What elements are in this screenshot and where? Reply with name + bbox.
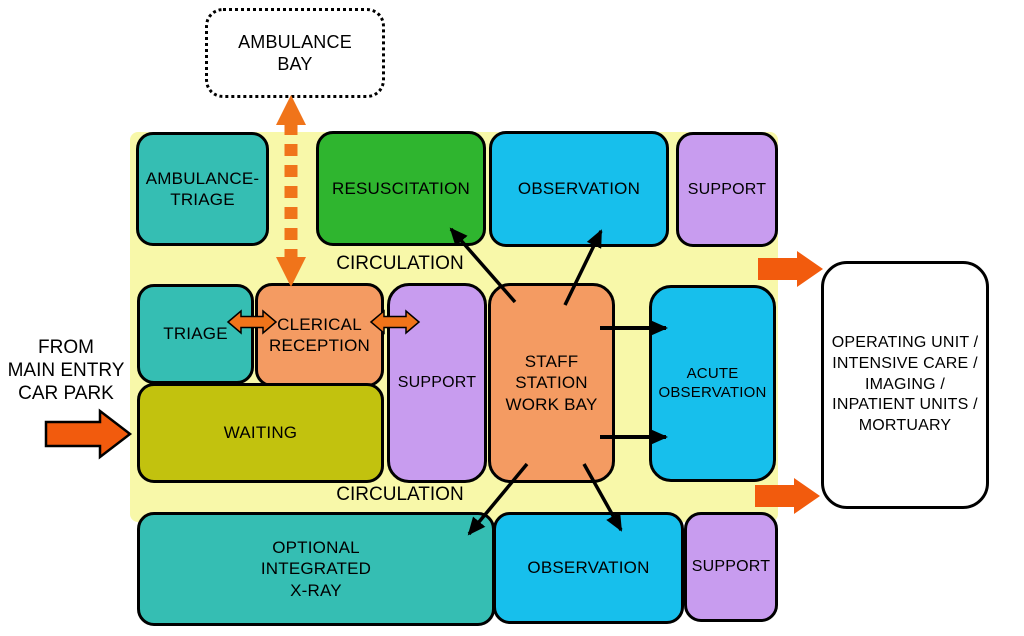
box-ambulance-bay: AMBULANCE BAY [205, 8, 385, 98]
from-main-entry-label: FROM MAIN ENTRY CAR PARK [7, 337, 125, 404]
arrow-head-up [276, 95, 306, 125]
box-observation-bottom: OBSERVATION [493, 512, 684, 624]
circulation-label-top: CIRCULATION [336, 253, 464, 274]
box-waiting: WAITING [137, 383, 384, 483]
circulation-label-bottom: CIRCULATION [336, 484, 464, 505]
box-optional-integrated-xray: OPTIONAL INTEGRATED X-RAY [137, 512, 495, 626]
box-staff-station-work-bay: STAFF STATION WORK BAY [488, 283, 615, 483]
box-observation-top: OBSERVATION [489, 131, 669, 247]
box-operating-unit-destinations: OPERATING UNIT / INTENSIVE CARE / IMAGIN… [821, 261, 989, 509]
box-support-top: SUPPORT [676, 132, 778, 247]
box-ambulance-triage: AMBULANCE- TRIAGE [136, 132, 269, 246]
box-acute-observation: ACUTE OBSERVATION [649, 285, 776, 482]
box-support-mid: SUPPORT [387, 283, 487, 483]
box-support-bottom: SUPPORT [684, 512, 778, 622]
box-triage: TRIAGE [137, 284, 254, 384]
box-clerical-reception: CLERICAL RECEPTION [255, 283, 384, 387]
box-resuscitation: RESUSCITATION [316, 131, 486, 246]
main-entry-arrow [44, 408, 133, 460]
